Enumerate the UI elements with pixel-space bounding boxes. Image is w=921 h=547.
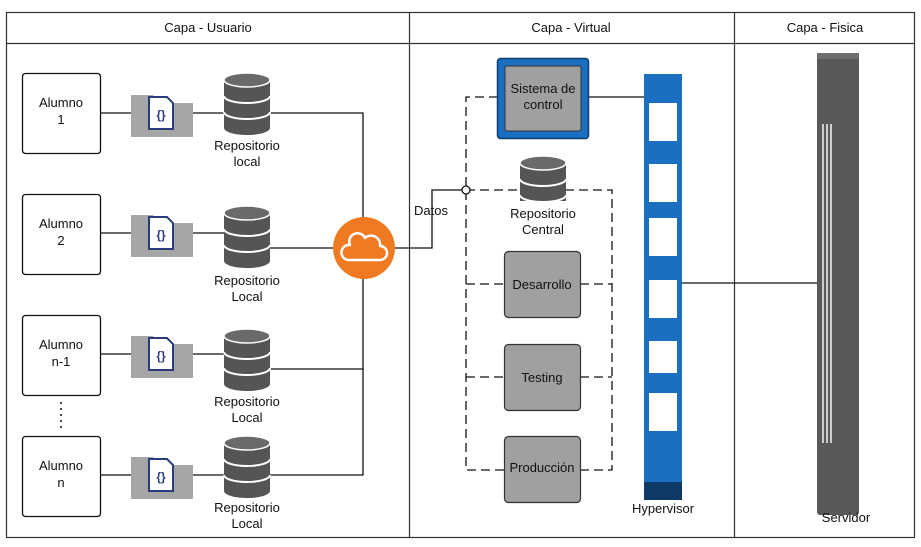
central-repo-label-bg [497, 201, 589, 241]
database-icon [223, 205, 271, 269]
database-icon [223, 328, 271, 392]
env-box-testing: Testing [503, 343, 582, 412]
student-number: n-1 [52, 354, 71, 369]
layer-user-title: Capa - Usuario [164, 20, 251, 35]
student-box-n-1: Alumno n-1 [21, 314, 102, 397]
student-box-n: Alumno n [21, 435, 102, 518]
server-label: Servidor [822, 510, 871, 525]
student-number: 1 [57, 112, 64, 127]
server-rack [817, 53, 859, 515]
local-repo-label: Local [231, 516, 262, 531]
control-system-box: Sistema de control [496, 57, 590, 140]
env-label: Desarrollo [512, 277, 571, 292]
local-repo-label: Repositorio [214, 273, 280, 288]
env-box-produccion: Producción [503, 435, 582, 504]
central-repo-label: Central [522, 222, 564, 237]
student-number: 2 [57, 233, 64, 248]
central-repo-label: Repositorio [510, 206, 576, 221]
local-repo-label: Repositorio [214, 394, 280, 409]
student-name: Alumno [39, 216, 83, 231]
user-connectors [100, 112, 466, 476]
layer-physical-title: Capa - Fisica [787, 20, 864, 35]
local-repo-label: Local [231, 289, 262, 304]
layer-virtual-title: Capa - Virtual [531, 20, 610, 35]
database-icon [223, 435, 271, 499]
student-name: Alumno [39, 458, 83, 473]
env-label: Testing [521, 370, 562, 385]
local-repo-label: Repositorio [214, 138, 280, 153]
local-repo-label: Local [231, 410, 262, 425]
junction-point [461, 185, 471, 195]
control-system-label: control [523, 97, 562, 112]
env-box-desarrollo: Desarrollo [503, 250, 582, 319]
env-label: Producción [509, 460, 574, 475]
student-number: n [57, 475, 64, 490]
hypervisor-label: Hypervisor [632, 501, 695, 516]
student-box-2: Alumno 2 [21, 193, 102, 276]
virtual-dashed-connectors [465, 96, 613, 471]
student-name: Alumno [39, 95, 83, 110]
cloud-icon [333, 217, 395, 279]
student-name: Alumno [39, 337, 83, 352]
local-repo-label: Repositorio [214, 500, 280, 515]
database-icon [223, 72, 271, 136]
ellipsis-dots [60, 402, 62, 428]
control-system-label: Sistema de [510, 81, 575, 96]
student-box-1: Alumno 1 [21, 72, 102, 155]
hypervisor-bar [644, 74, 682, 500]
local-repo-label: local [234, 154, 261, 169]
link-label-datos: Datos [414, 203, 448, 218]
